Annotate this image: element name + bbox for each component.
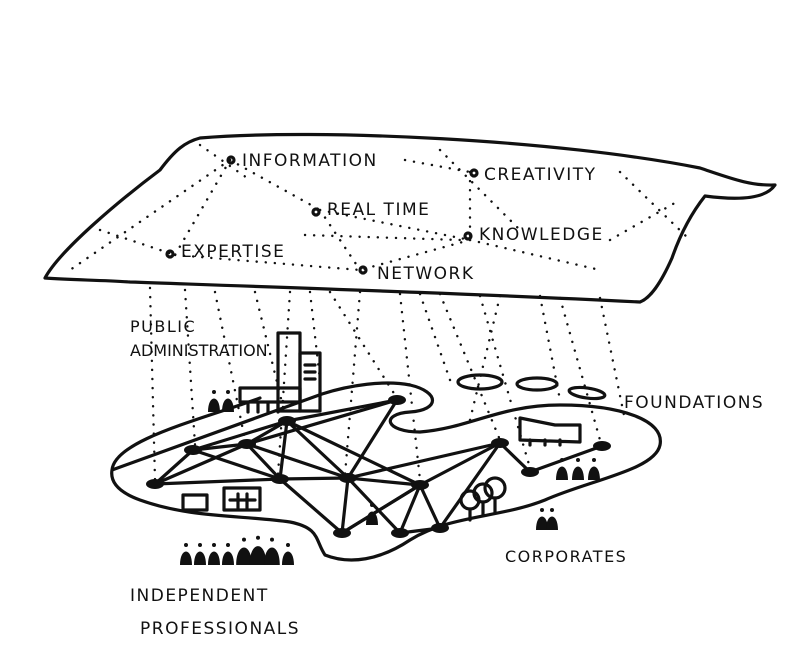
network-node bbox=[146, 479, 164, 489]
network-edge bbox=[153, 448, 195, 486]
person-icon bbox=[222, 543, 234, 565]
label-information: INFORMATION bbox=[242, 151, 378, 171]
label-creativity: CREATIVITY bbox=[484, 165, 597, 185]
label-independent: INDEPENDENT bbox=[130, 586, 269, 606]
network-edge bbox=[278, 476, 350, 481]
people-icons bbox=[180, 390, 600, 565]
person-icon bbox=[282, 543, 294, 565]
network-node bbox=[593, 441, 611, 451]
network-edge bbox=[346, 398, 399, 480]
network-edge bbox=[245, 419, 289, 446]
network-edge bbox=[398, 483, 422, 535]
label-network: NETWORK bbox=[377, 264, 475, 284]
person-icon bbox=[208, 390, 220, 412]
person-icon bbox=[249, 535, 267, 565]
network-edge bbox=[153, 477, 282, 486]
person-icon bbox=[556, 458, 568, 480]
person-icon bbox=[180, 543, 192, 565]
label-expertise: EXPERTISE bbox=[181, 242, 285, 262]
label-corporates: CORPORATES bbox=[505, 547, 627, 566]
cloud-labels: INFORMATION CREATIVITY REAL TIME KNOWLED… bbox=[165, 151, 604, 284]
person-icon bbox=[222, 390, 234, 412]
cloud-shape bbox=[43, 132, 777, 304]
network-node bbox=[411, 480, 429, 490]
label-real-time: REAL TIME bbox=[327, 200, 430, 220]
network-edge bbox=[153, 442, 249, 486]
network-edge bbox=[528, 444, 604, 474]
label-public: PUBLIC bbox=[130, 317, 196, 336]
office-icons bbox=[181, 486, 262, 512]
network-node bbox=[521, 467, 539, 477]
network-node bbox=[271, 474, 289, 484]
person-icon bbox=[536, 508, 548, 530]
person-icon bbox=[208, 543, 220, 565]
dotted-links-to-ground bbox=[148, 286, 627, 482]
network-edge bbox=[278, 477, 344, 535]
network-node bbox=[391, 528, 409, 538]
label-administration: ADMINISTRATION bbox=[130, 341, 268, 360]
person-icon bbox=[546, 508, 558, 530]
network-node bbox=[184, 445, 202, 455]
cloud-dotted-connections bbox=[68, 143, 692, 272]
corporate-building-icon bbox=[518, 416, 582, 447]
network-node bbox=[491, 438, 509, 448]
network-node bbox=[278, 416, 296, 426]
network-edge bbox=[245, 398, 399, 446]
network-edge bbox=[191, 448, 282, 481]
person-icon bbox=[366, 503, 378, 525]
network-edge bbox=[191, 442, 249, 452]
network-nodes bbox=[146, 395, 611, 538]
person-icon bbox=[572, 458, 584, 480]
network-edge bbox=[346, 476, 422, 487]
network-node bbox=[238, 439, 256, 449]
ground-island bbox=[110, 381, 662, 562]
network-node bbox=[388, 395, 406, 405]
network-edge bbox=[285, 398, 399, 423]
network-edge bbox=[346, 476, 402, 535]
network-edge bbox=[418, 441, 502, 487]
trees-icon bbox=[459, 476, 507, 522]
network-edge bbox=[340, 483, 422, 535]
network-edges bbox=[153, 398, 604, 535]
network-node bbox=[339, 473, 357, 483]
network-edge bbox=[191, 419, 289, 452]
network-edge bbox=[340, 476, 350, 535]
label-knowledge: KNOWLEDGE bbox=[479, 225, 604, 245]
person-icon bbox=[194, 543, 206, 565]
person-icon bbox=[264, 537, 280, 565]
network-node bbox=[431, 523, 449, 533]
person-icon bbox=[588, 458, 600, 480]
public-administration-building-icon bbox=[238, 331, 322, 414]
network-edge bbox=[245, 442, 282, 481]
network-edge bbox=[438, 441, 502, 530]
network-edge bbox=[285, 419, 422, 487]
network-edge bbox=[346, 441, 502, 480]
network-edge bbox=[245, 442, 350, 480]
label-professionals: PROFESSIONALS bbox=[140, 619, 300, 639]
label-foundations: FOUNDATIONS bbox=[624, 393, 764, 413]
person-icon bbox=[236, 537, 252, 565]
network-node bbox=[333, 528, 351, 538]
foundations-icons bbox=[456, 373, 607, 401]
network-edge bbox=[278, 419, 289, 481]
network-edge bbox=[498, 441, 532, 474]
network-edge bbox=[418, 483, 442, 530]
